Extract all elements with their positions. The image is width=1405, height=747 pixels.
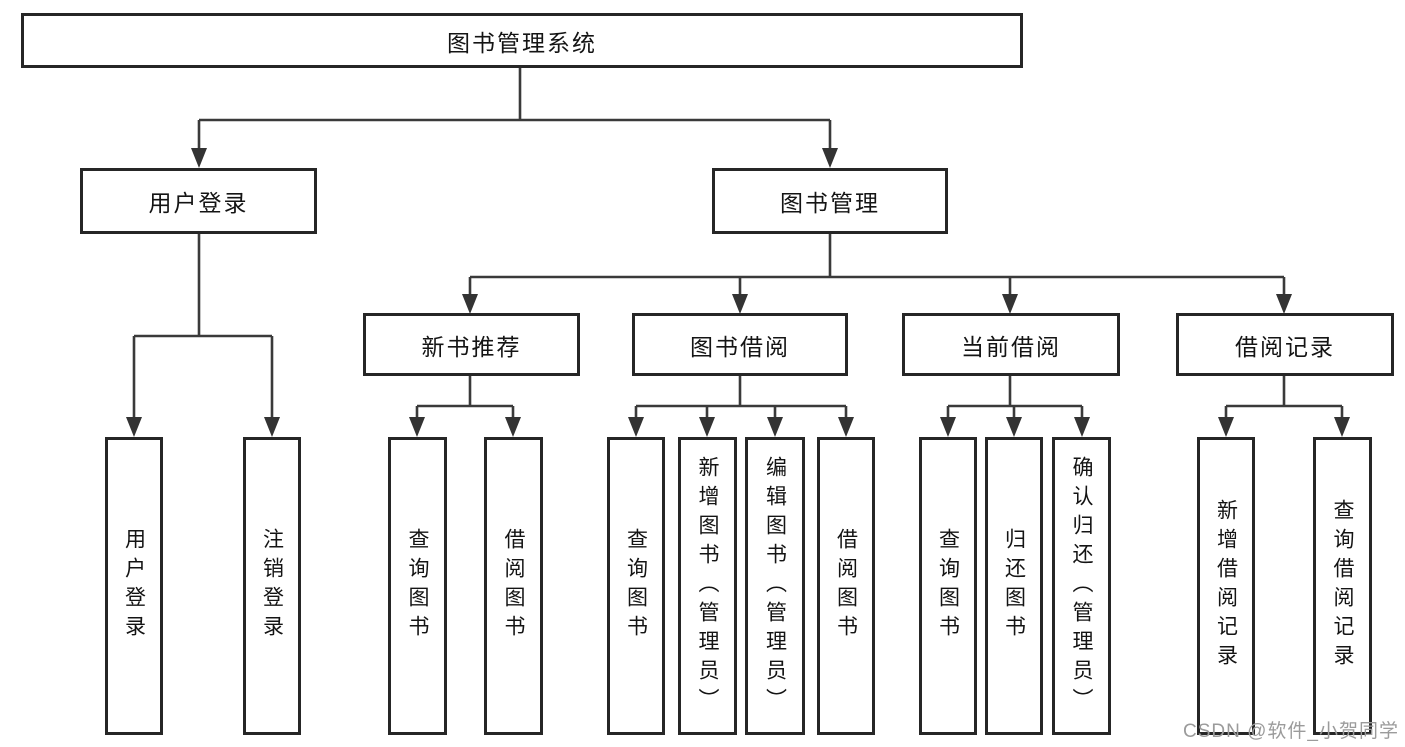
- leaf-label: 查询图书: [936, 528, 960, 644]
- node-current-borrow: 当前借阅: [902, 313, 1120, 376]
- node-borrow-records: 借阅记录: [1176, 313, 1394, 376]
- leaf-borrow-books-recommend: 借阅图书: [484, 437, 543, 735]
- arrowhead-icons: [126, 148, 1350, 437]
- leaf-query-books-borrow: 查询图书: [607, 437, 665, 735]
- leaf-label: 借阅图书: [502, 528, 526, 644]
- leaf-label: 新增图书（管理员）: [696, 455, 720, 717]
- node-label: 图书借阅: [690, 333, 790, 360]
- node-book-borrow: 图书借阅: [632, 313, 848, 376]
- leaf-query-borrow-record: 查询借阅记录: [1313, 437, 1372, 735]
- node-user-login: 用户登录: [80, 168, 317, 234]
- leaf-borrow-books: 借阅图书: [817, 437, 875, 735]
- csdn-watermark: CSDN @软件_小贺同学: [1183, 721, 1399, 742]
- node-label: 当前借阅: [961, 333, 1061, 360]
- node-library-management-system: 图书管理系统: [21, 13, 1023, 68]
- leaf-user-login: 用户登录: [105, 437, 163, 735]
- leaf-edit-books-admin: 编辑图书（管理员）: [745, 437, 805, 735]
- leaf-label: 注销登录: [260, 528, 284, 644]
- leaf-query-books-recommend: 查询图书: [388, 437, 447, 735]
- leaf-logout: 注销登录: [243, 437, 301, 735]
- leaf-return-books: 归还图书: [985, 437, 1043, 735]
- node-book-management: 图书管理: [712, 168, 948, 234]
- node-new-book-recommend: 新书推荐: [363, 313, 580, 376]
- leaf-label: 编辑图书（管理员）: [763, 455, 787, 717]
- leaf-label: 确认归还（管理员）: [1070, 455, 1094, 717]
- node-label: 用户登录: [148, 190, 249, 216]
- node-label: 图书管理: [780, 190, 880, 216]
- leaf-add-books-admin: 新增图书（管理员）: [678, 437, 737, 735]
- leaf-confirm-return-admin: 确认归还（管理员）: [1052, 437, 1111, 735]
- leaf-label: 借阅图书: [834, 528, 858, 644]
- leaf-label: 查询借阅记录: [1331, 499, 1355, 673]
- leaf-label: 用户登录: [122, 528, 146, 644]
- leaf-query-books-current: 查询图书: [919, 437, 977, 735]
- leaf-label: 查询图书: [406, 528, 430, 644]
- leaf-add-borrow-record: 新增借阅记录: [1197, 437, 1255, 735]
- leaf-label: 归还图书: [1002, 528, 1026, 644]
- node-label: 图书管理系统: [447, 29, 597, 56]
- leaf-label: 查询图书: [624, 528, 648, 644]
- node-label: 新书推荐: [421, 333, 522, 360]
- leaf-label: 新增借阅记录: [1214, 499, 1238, 673]
- node-label: 借阅记录: [1235, 333, 1335, 360]
